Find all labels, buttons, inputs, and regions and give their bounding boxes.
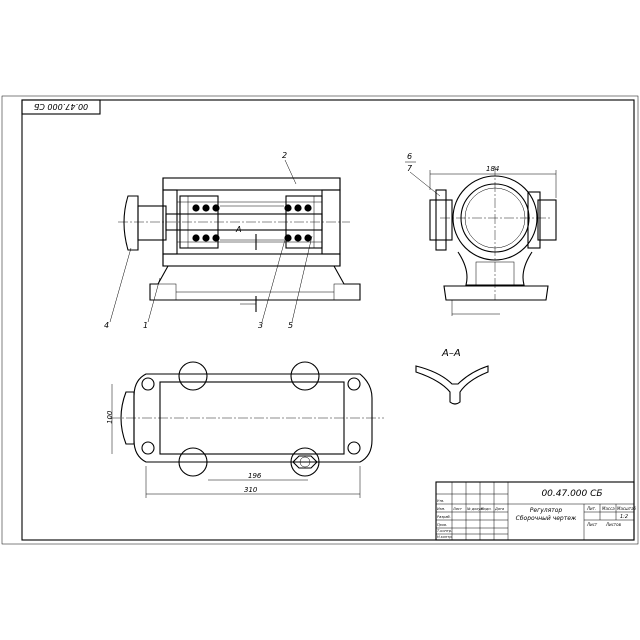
- position-4: 4: [104, 321, 109, 330]
- dim-top-overall: 310: [244, 486, 258, 494]
- position-5: 5: [288, 321, 293, 330]
- col-header-date: Дата: [494, 507, 504, 511]
- section-a-a: А–А: [415, 348, 489, 405]
- row-label-4: Н.контр.: [437, 535, 453, 539]
- sheet-border: [1, 95, 639, 545]
- section-title: А–А: [441, 348, 461, 359]
- dim-front-width: 184: [486, 165, 499, 173]
- dim-top-inner: 196: [248, 472, 262, 480]
- position-2: 2: [282, 151, 287, 160]
- title-scale-value: 1:2: [620, 514, 628, 520]
- dim-top-height: 100: [106, 410, 114, 424]
- corner-code-text: 00.47.000 СБ: [33, 102, 88, 111]
- title-block: 00.47.000 СБ Регулятор Сборочный чертеж …: [435, 481, 637, 541]
- title-block-code: 00.47.000 СБ: [541, 489, 602, 499]
- position-7: 7: [407, 164, 413, 173]
- row-label-1: Разраб.: [437, 515, 451, 519]
- col-header-doc: № докум.: [466, 507, 484, 511]
- row-label-5: Утв.: [437, 499, 444, 503]
- top-view: 100 196 310: [106, 361, 384, 498]
- title-lit-label: Лит.: [586, 506, 596, 511]
- spring-coils: [192, 204, 312, 242]
- col-header-sign: Подп.: [481, 507, 492, 511]
- title-sheets-label: Листов: [605, 522, 622, 527]
- front-section-view: А 4 1 3 5 2: [104, 151, 361, 330]
- section-marker-letter: А: [235, 225, 241, 234]
- corner-code-box: 00.47.000 СБ: [21, 99, 101, 115]
- title-scale-label: Масштаб: [617, 506, 637, 511]
- position-3: 3: [258, 321, 263, 330]
- title-mass-label: Масса: [602, 506, 615, 511]
- title-sheet-label: Лист: [586, 522, 598, 527]
- title-name-line2: Сборочный чертеж: [516, 515, 577, 522]
- drawing-frame: [21, 99, 635, 541]
- row-label-0: Изм.: [437, 507, 445, 511]
- col-header-sheet: Лист: [452, 507, 463, 511]
- title-name-line1: Регулятор: [530, 507, 563, 514]
- row-label-2: Пров.: [437, 523, 447, 527]
- row-label-3: Т.контр.: [437, 529, 452, 533]
- position-1: 1: [143, 321, 148, 330]
- position-6: 6: [407, 152, 412, 161]
- side-view: 184 6 7: [405, 152, 557, 316]
